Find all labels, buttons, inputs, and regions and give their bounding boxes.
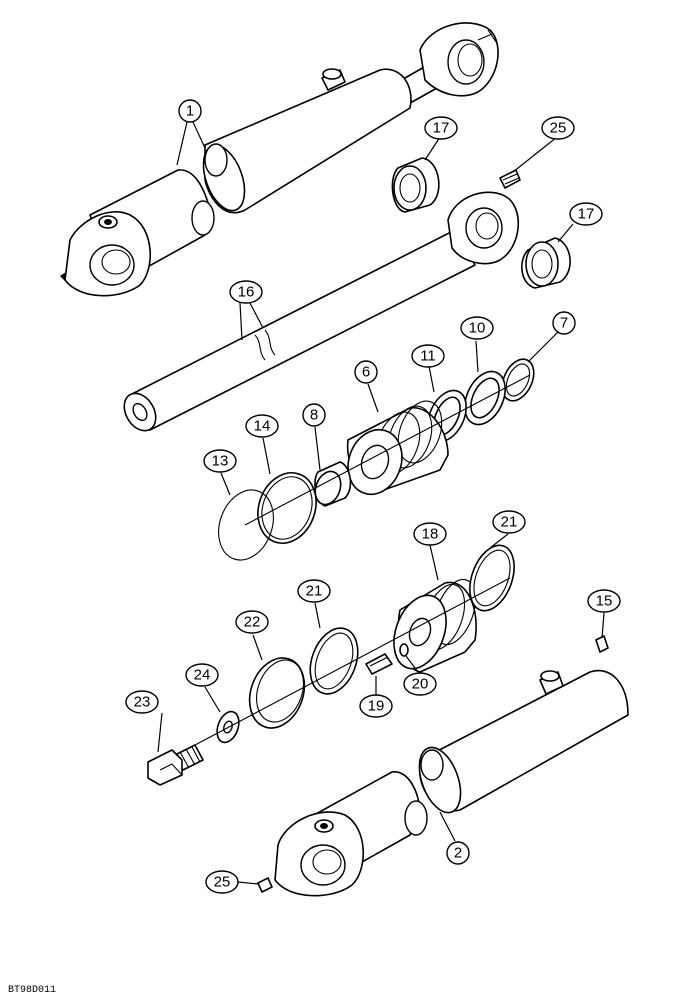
callout-8: 8 bbox=[302, 403, 326, 427]
callout-24: 24 bbox=[185, 663, 219, 687]
seal-21-right bbox=[469, 544, 515, 612]
svg-text:15: 15 bbox=[596, 593, 613, 610]
ring-13 bbox=[218, 489, 274, 561]
svg-text:20: 20 bbox=[412, 676, 429, 693]
callout-19: 19 bbox=[359, 694, 393, 718]
seal-7 bbox=[501, 358, 535, 402]
bolt-23 bbox=[147, 744, 204, 786]
callout-21-left: 21 bbox=[297, 579, 331, 603]
svg-text:6: 6 bbox=[362, 364, 370, 381]
svg-text:1: 1 bbox=[186, 103, 194, 120]
svg-text:23: 23 bbox=[134, 694, 151, 711]
bushing-8 bbox=[314, 461, 352, 507]
fitting-15 bbox=[595, 635, 609, 653]
leader-lines bbox=[157, 121, 605, 885]
bottom-cylinder-assembly bbox=[274, 669, 629, 897]
bushing-17-upper bbox=[391, 157, 440, 213]
callout-6: 6 bbox=[354, 360, 378, 384]
svg-text:13: 13 bbox=[212, 453, 229, 470]
callout-18: 18 bbox=[413, 522, 447, 546]
grease-fitting-25-lower bbox=[257, 877, 273, 893]
piston-18 bbox=[393, 578, 477, 673]
callout-13: 13 bbox=[203, 449, 237, 473]
svg-text:18: 18 bbox=[422, 526, 439, 543]
callout-17-upper: 17 bbox=[424, 116, 458, 140]
callout-16: 16 bbox=[229, 280, 263, 304]
plug-19 bbox=[365, 653, 393, 675]
callout-25-lower: 25 bbox=[205, 870, 239, 894]
callout-15: 15 bbox=[587, 589, 621, 613]
callout-2: 2 bbox=[446, 841, 470, 865]
svg-text:11: 11 bbox=[420, 348, 436, 365]
svg-text:21: 21 bbox=[306, 583, 323, 600]
callout-22: 22 bbox=[235, 610, 269, 634]
seal-21-left bbox=[309, 627, 359, 695]
svg-text:24: 24 bbox=[194, 667, 211, 684]
svg-text:17: 17 bbox=[578, 206, 595, 223]
callout-23: 23 bbox=[125, 690, 159, 714]
svg-text:21: 21 bbox=[501, 514, 518, 531]
ring-14 bbox=[257, 472, 317, 544]
callout-21-right: 21 bbox=[492, 510, 526, 534]
seal-10 bbox=[464, 370, 506, 426]
top-cylinder-assembly bbox=[60, 22, 499, 297]
svg-text:25: 25 bbox=[214, 874, 231, 891]
callout-10: 10 bbox=[460, 316, 494, 340]
callout-14: 14 bbox=[245, 414, 279, 438]
callouts: 1 17 25 17 16 10 11 7 6 14 8 13 18 21 22… bbox=[125, 99, 621, 894]
svg-text:22: 22 bbox=[244, 614, 261, 631]
figure-code: BT98D011 bbox=[8, 985, 56, 996]
ring-22 bbox=[248, 657, 306, 729]
svg-text:25: 25 bbox=[550, 120, 567, 137]
callout-20: 20 bbox=[403, 672, 437, 696]
callout-25-upper: 25 bbox=[541, 116, 575, 140]
svg-text:14: 14 bbox=[254, 418, 271, 435]
svg-text:19: 19 bbox=[368, 698, 385, 715]
svg-text:10: 10 bbox=[469, 320, 486, 337]
bushing-17-lower bbox=[521, 237, 571, 289]
piston-6 bbox=[346, 400, 449, 496]
callout-17-lower: 17 bbox=[569, 202, 603, 226]
svg-text:17: 17 bbox=[433, 120, 450, 137]
svg-text:16: 16 bbox=[238, 284, 255, 301]
svg-text:8: 8 bbox=[310, 407, 318, 424]
grease-fitting-25-upper bbox=[499, 169, 521, 189]
oring-20 bbox=[399, 643, 409, 657]
piston-rod-16 bbox=[123, 191, 520, 432]
svg-text:7: 7 bbox=[560, 315, 568, 332]
callout-7: 7 bbox=[552, 311, 576, 335]
callout-1: 1 bbox=[178, 99, 202, 123]
callout-11: 11 bbox=[411, 344, 445, 368]
svg-text:2: 2 bbox=[454, 845, 462, 862]
